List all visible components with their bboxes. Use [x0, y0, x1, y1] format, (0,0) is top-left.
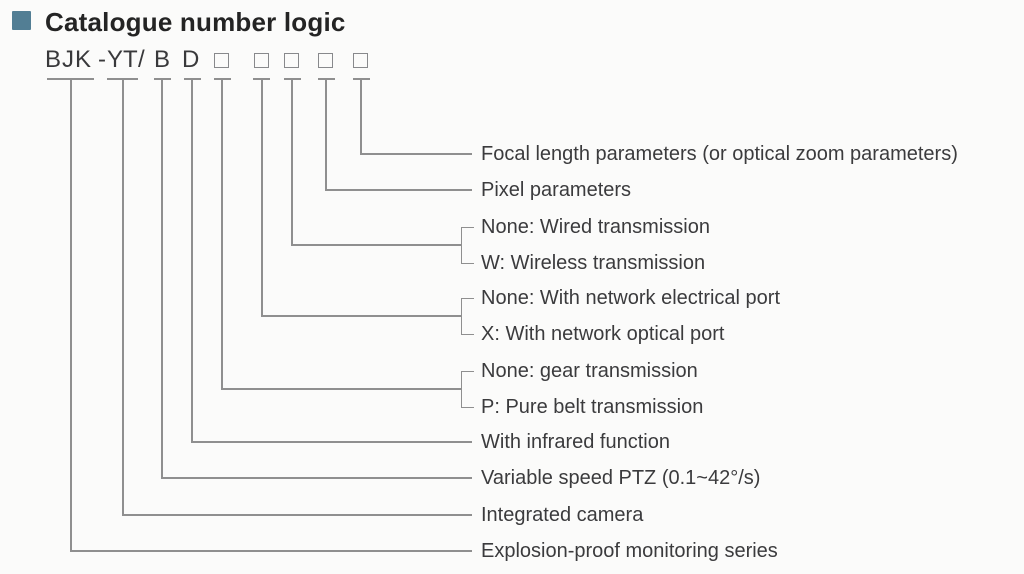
connector-d-vertical	[191, 78, 193, 443]
bracket-drive-tick-bottom	[460, 406, 474, 408]
label-network-electrical-port: None: With network electrical port	[481, 287, 781, 309]
connector-box4-vertical	[325, 78, 327, 191]
code-part-b: B	[154, 46, 171, 73]
connector-box2-vertical	[261, 78, 263, 317]
bracket-drive-vertical	[460, 370, 462, 408]
code-placeholder-box-2	[253, 53, 269, 68]
label-belt-transmission: P: Pure belt transmission	[481, 396, 704, 418]
connector-box3-horizontal	[291, 244, 462, 246]
connector-b-vertical	[161, 78, 163, 479]
label-pixel-parameters: Pixel parameters	[481, 179, 632, 201]
connector-yt-horizontal	[122, 514, 472, 516]
code-underline-box4	[318, 78, 335, 80]
label-wireless-transmission: W: Wireless transmission	[481, 252, 706, 274]
bracket-transmission-tick-bottom	[460, 262, 474, 264]
label-variable-speed-ptz: Variable speed PTZ (0.1~42°/s)	[481, 467, 761, 489]
code-part-bjk: BJK	[45, 46, 93, 73]
section-marker-icon	[12, 11, 31, 30]
connector-b-horizontal	[161, 477, 472, 479]
label-network-optical-port: X: With network optical port	[481, 323, 725, 345]
bracket-transmission-vertical	[460, 226, 462, 264]
bracket-network-vertical	[460, 297, 462, 335]
code-part-slash: /	[138, 46, 145, 73]
bracket-network-tick-top	[460, 297, 474, 299]
connector-box1-vertical	[221, 78, 223, 390]
connector-box5-horizontal	[360, 153, 472, 155]
page-title: Catalogue number logic	[45, 7, 346, 37]
label-infrared-function: With infrared function	[481, 431, 670, 453]
connector-box3-vertical	[291, 78, 293, 246]
label-explosion-proof-series: Explosion-proof monitoring series	[481, 540, 778, 562]
code-placeholder-box-5	[353, 53, 368, 68]
code-part-yt: YT	[107, 46, 138, 73]
label-integrated-camera: Integrated camera	[481, 504, 644, 526]
bracket-network-tick-bottom	[460, 333, 474, 335]
code-placeholder-box-3	[284, 53, 299, 68]
code-placeholder-box-1	[214, 53, 229, 68]
connector-box2-horizontal	[261, 315, 462, 317]
connector-box5-vertical	[360, 78, 362, 155]
connector-yt-vertical	[122, 78, 124, 516]
code-part-dash: -	[98, 46, 106, 73]
connector-d-horizontal	[191, 441, 472, 443]
connector-box1-horizontal	[221, 388, 462, 390]
bracket-transmission-tick-top	[460, 226, 474, 228]
label-wired-transmission: None: Wired transmission	[481, 216, 710, 238]
connector-bjk-horizontal	[70, 550, 472, 552]
connector-box4-horizontal	[325, 189, 472, 191]
code-part-d: D	[182, 46, 200, 73]
connector-bjk-vertical	[70, 78, 72, 552]
code-placeholder-box-4	[318, 53, 333, 68]
code-underline-d	[184, 78, 201, 80]
bracket-drive-tick-top	[460, 370, 474, 372]
code-underline-b	[154, 78, 171, 80]
label-gear-transmission: None: gear transmission	[481, 360, 698, 382]
label-focal-length: Focal length parameters (or optical zoom…	[481, 143, 958, 165]
